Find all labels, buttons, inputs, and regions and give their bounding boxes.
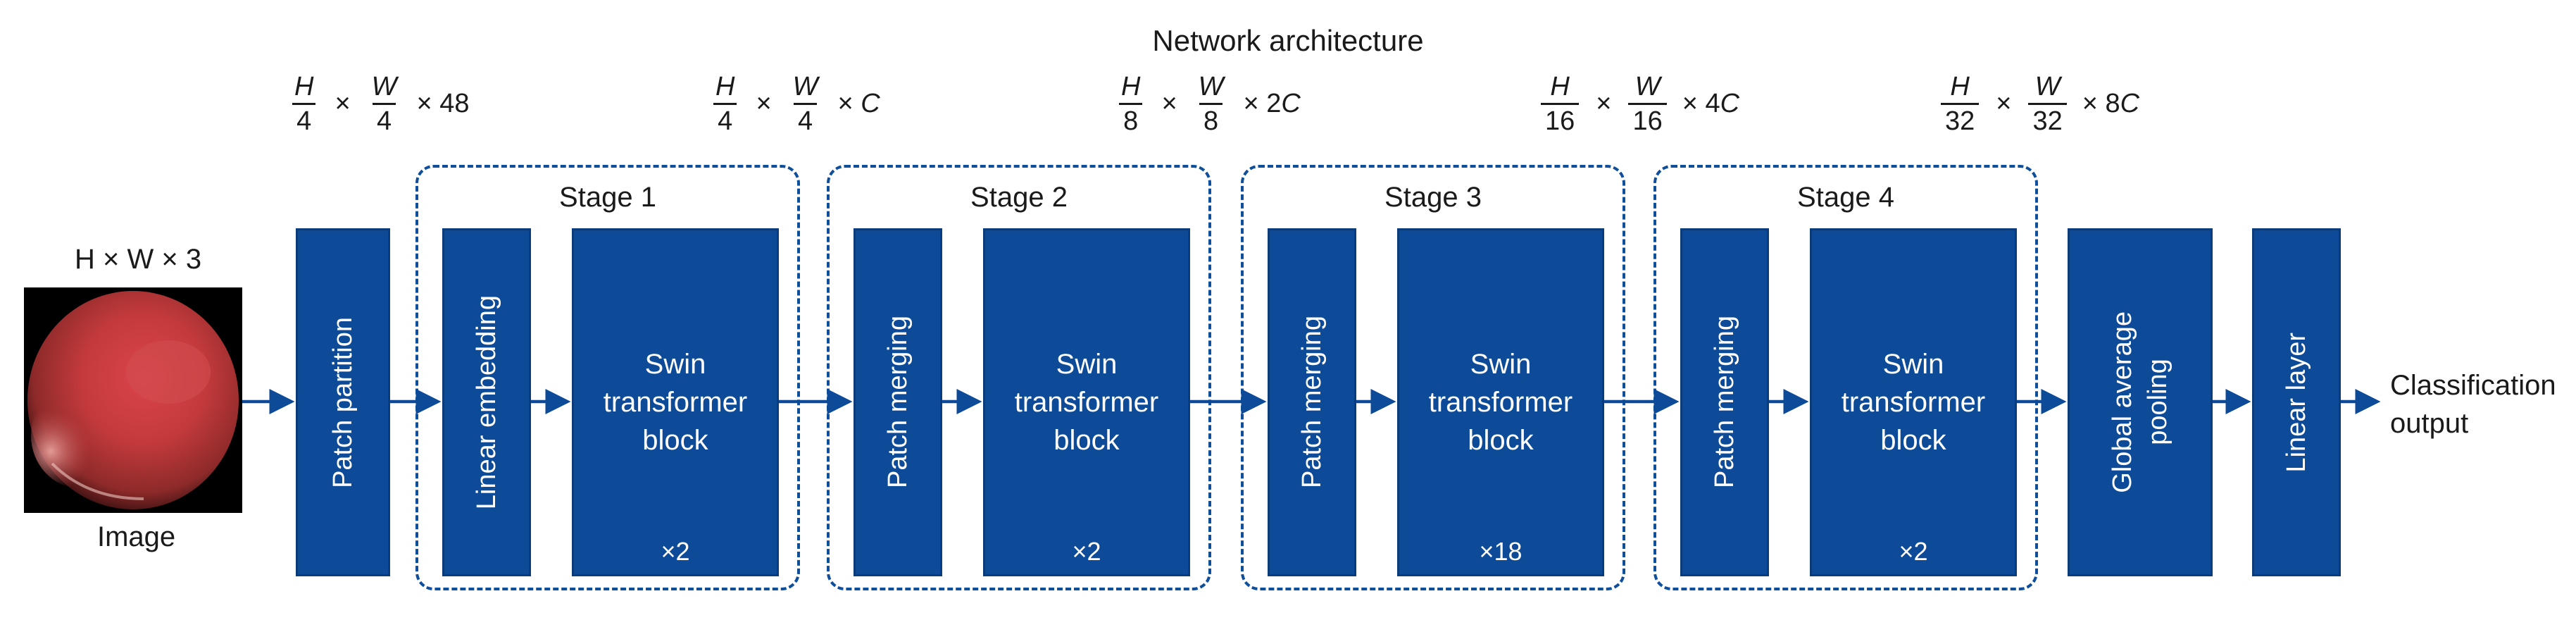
stage-3-repeat-count: ×18 xyxy=(1479,537,1523,566)
diagram-title: Network architecture xyxy=(1152,24,1424,57)
stage-2-patch-merging-block: Patch merging xyxy=(854,228,942,576)
input-image-caption: Image xyxy=(97,521,176,552)
stage-1-linear-embedding-block: Linear embedding xyxy=(442,228,531,576)
stage-4-label: Stage 4 xyxy=(1797,182,1894,213)
stage-2-container xyxy=(827,165,1211,590)
input-dims-label: H × W × 3 xyxy=(75,244,202,275)
stage-1-container xyxy=(415,165,800,590)
input-image xyxy=(24,287,242,513)
stage-1-label: Stage 1 xyxy=(559,182,656,213)
stage-3-container xyxy=(1241,165,1625,590)
stage-3-patch-merging-block: Patch merging xyxy=(1268,228,1356,576)
stage-4-container xyxy=(1653,165,2038,590)
linear-layer-block: Linear layer xyxy=(2252,228,2341,576)
stage-3-label: Stage 3 xyxy=(1384,182,1482,213)
stage-2-repeat-count: ×2 xyxy=(1072,537,1101,566)
stage-1-repeat-count: ×2 xyxy=(661,537,690,566)
stage-2-label: Stage 2 xyxy=(970,182,1068,213)
patch-partition-block: Patch partition xyxy=(296,228,390,576)
stage-4-patch-merging-block: Patch merging xyxy=(1680,228,1769,576)
stage-4-repeat-count: ×2 xyxy=(1899,537,1928,566)
